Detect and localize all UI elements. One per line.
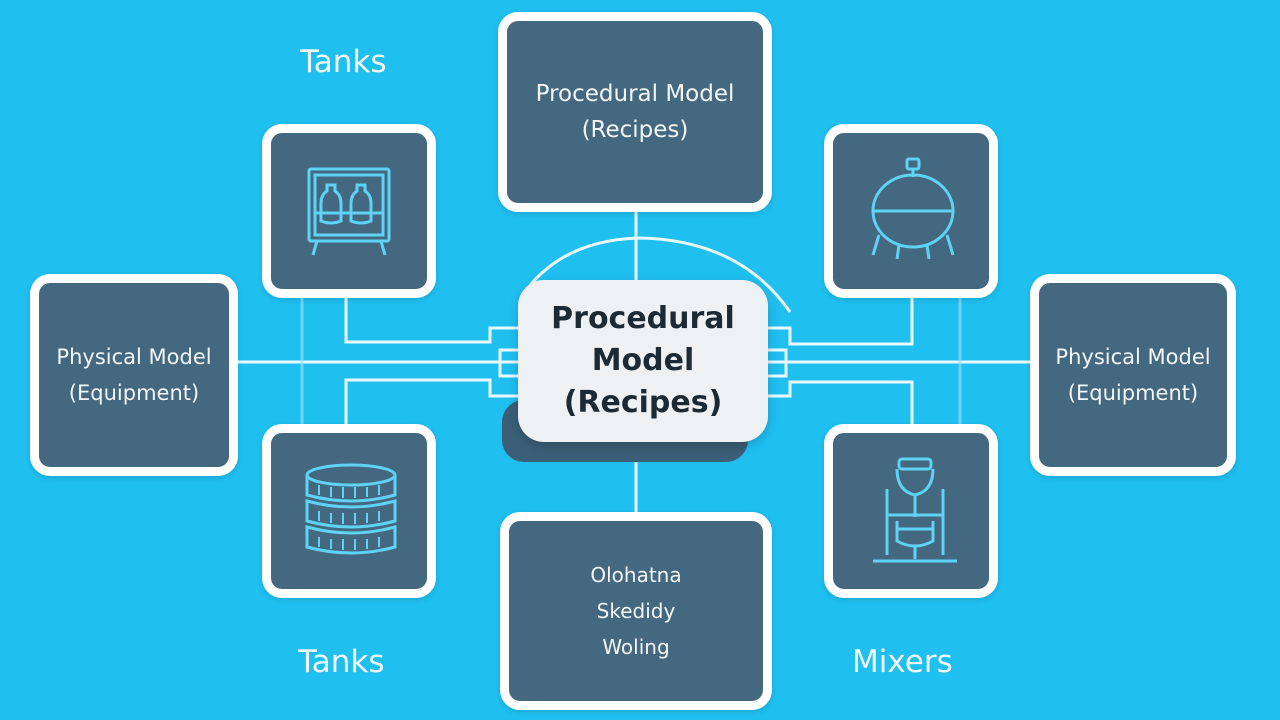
right-box-line1: Physical Model bbox=[1055, 345, 1211, 369]
connector-upper-left bbox=[344, 288, 518, 344]
center-line3: (Recipes) bbox=[563, 385, 723, 420]
connector-left-tab bbox=[498, 348, 518, 378]
label-tanks-top: Tanks bbox=[300, 44, 387, 80]
stacked-tanks-icon bbox=[305, 463, 397, 555]
center-line2: Model bbox=[591, 343, 695, 378]
bottom-box-line1: Olohatna bbox=[590, 563, 682, 587]
bottom-box-line2: Skedidy bbox=[596, 599, 676, 623]
center-line1: Procedural bbox=[551, 301, 735, 336]
upper-left-icon-box bbox=[262, 124, 436, 298]
mixer-icon bbox=[873, 457, 957, 563]
lower-right-icon-box bbox=[824, 424, 998, 598]
connector-upper-right bbox=[768, 288, 914, 346]
right-box-line2: (Equipment) bbox=[1067, 381, 1199, 405]
left-box-line1: Physical Model bbox=[56, 345, 212, 369]
connector-right-tab bbox=[768, 348, 788, 378]
connector-lower-left bbox=[344, 378, 518, 426]
left-box-line2: (Equipment) bbox=[68, 381, 200, 405]
top-box: Procedural Model (Recipes) bbox=[498, 12, 772, 212]
spherical-tank-icon bbox=[871, 157, 955, 260]
lower-left-icon-box bbox=[262, 424, 436, 598]
top-box-line2: (Recipes) bbox=[581, 117, 689, 143]
bottom-box: Olohatna Skedidy Woling bbox=[500, 512, 772, 710]
connector-lower-right bbox=[768, 380, 914, 426]
right-box: Physical Model (Equipment) bbox=[1030, 274, 1236, 476]
top-box-line1: Procedural Model bbox=[535, 81, 735, 107]
upper-right-icon-box bbox=[824, 124, 998, 298]
label-tanks-bottom: Tanks bbox=[298, 644, 385, 680]
bottom-box-line3: Woling bbox=[602, 635, 670, 659]
tank-cabinet-icon bbox=[307, 167, 391, 256]
left-box: Physical Model (Equipment) bbox=[30, 274, 238, 476]
label-mixers: Mixers bbox=[852, 644, 953, 680]
connector-arch bbox=[520, 236, 792, 313]
center-card: Procedural Model (Recipes) bbox=[518, 280, 768, 442]
